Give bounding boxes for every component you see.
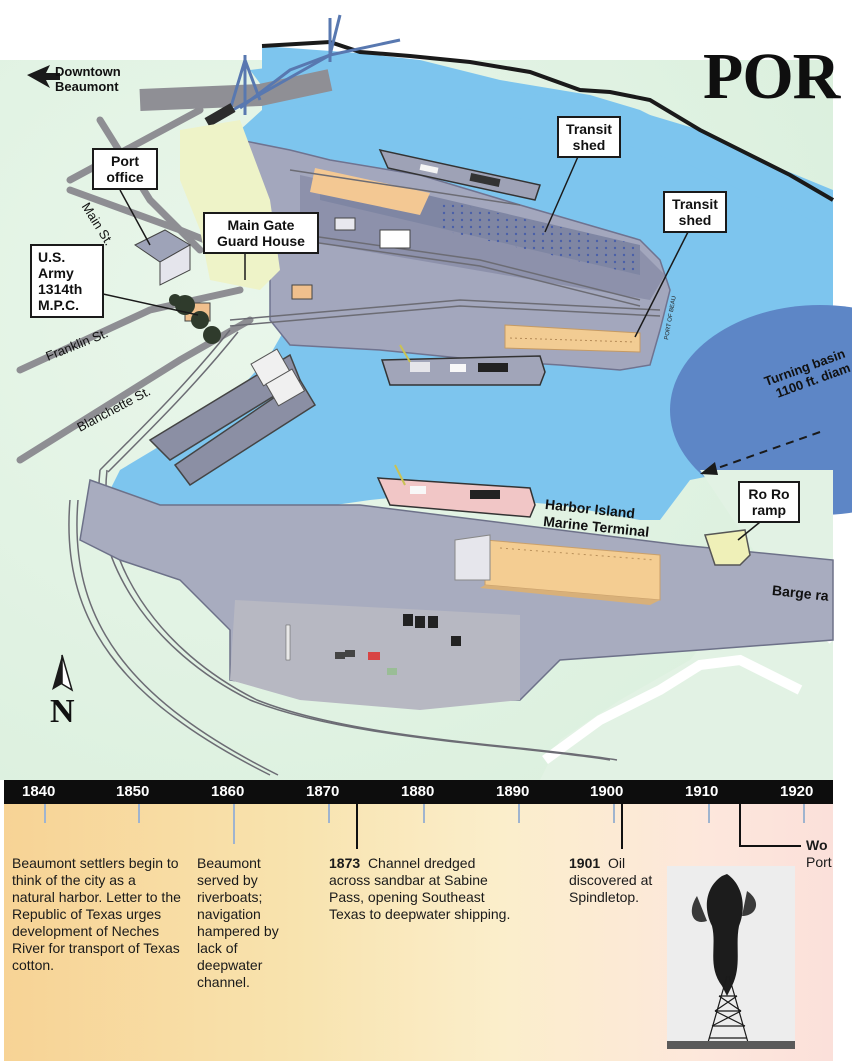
- year-1880: 1880: [401, 783, 435, 800]
- bridge: [214, 14, 401, 122]
- event-1901-year: 1901: [569, 855, 601, 871]
- marker-1914: [739, 804, 741, 847]
- event-1840: Beaumont settlers begin to think of the …: [12, 855, 181, 973]
- north-arrow-icon: [52, 654, 74, 692]
- year-1870: 1870: [306, 783, 340, 800]
- event-1901-text: Oil discovered at Spindletop.: [569, 855, 653, 905]
- trees: [169, 294, 221, 344]
- year-1900: 1900: [590, 783, 624, 800]
- marker-1901: [621, 804, 623, 849]
- map-title: POR: [703, 40, 842, 113]
- main-gate-callout: Main Gate Guard House: [203, 212, 319, 254]
- year-1920: 1920: [780, 783, 814, 800]
- tick-1920: [803, 804, 805, 823]
- year-1890: 1890: [496, 783, 530, 800]
- event-1901: 1901 Oil discovered at Spindletop.: [569, 855, 669, 906]
- tick-1840: [44, 804, 46, 823]
- event-1914-text: Port: [806, 854, 832, 870]
- east-land: [540, 470, 833, 780]
- spindletop-photo: [667, 866, 795, 1049]
- year-1910: 1910: [685, 783, 719, 800]
- tick-1900: [613, 804, 615, 823]
- event-1914-bold: Wo: [806, 837, 828, 853]
- port-office-callout: Port office: [92, 148, 158, 190]
- year-1840: 1840: [22, 783, 56, 800]
- timeline-year-bar: 1840 1850 1860 1870 1880 1890 1900 1910 …: [4, 780, 833, 804]
- tick-1890: [518, 804, 520, 823]
- tick-1850: [138, 804, 140, 823]
- tick-1870: [328, 804, 330, 823]
- turning-basin-arrow: [700, 431, 821, 475]
- ship-lower-pink: [376, 464, 536, 518]
- turning-basin: [670, 305, 852, 515]
- tick-1910: [708, 804, 710, 823]
- transit-shed-2: [504, 324, 641, 353]
- ship-middle: [380, 344, 546, 386]
- compass-n-label: N: [50, 693, 75, 730]
- event-1873-text: Channel dredged across sandbar at Sabine…: [329, 855, 511, 922]
- year-1860: 1860: [211, 783, 245, 800]
- downtown-beaumont-label: Downtown Beaumont: [55, 64, 121, 94]
- west-arrow-icon: [27, 65, 60, 88]
- marker-1873: [356, 804, 358, 849]
- peach-roof-1: [310, 168, 430, 215]
- river-shoreline: [261, 39, 835, 202]
- ro-ro-ramp-callout: Ro Ro ramp: [738, 481, 800, 523]
- event-1873-year: 1873: [329, 855, 361, 871]
- tick-1860: [233, 804, 235, 844]
- event-1873: 1873 Channel dredged across sandbar at S…: [329, 855, 519, 923]
- upper-background: [0, 0, 833, 60]
- year-1850: 1850: [116, 783, 150, 800]
- vehicles: [285, 614, 461, 675]
- port-map: POR Main St. Franklin St. Blanchette St.…: [0, 0, 852, 780]
- barges: [148, 348, 317, 487]
- transit-shed-2-callout: Transit shed: [663, 191, 727, 233]
- transit-shed-1-callout: Transit shed: [557, 116, 621, 158]
- us-army-callout: U.S. Army 1314th M.P.C.: [30, 244, 104, 318]
- marker-1914-connector: [739, 845, 801, 847]
- ship-upper: [378, 148, 541, 201]
- event-1860: Beaumont served by riverboats; navigatio…: [197, 855, 279, 990]
- tick-1880: [423, 804, 425, 823]
